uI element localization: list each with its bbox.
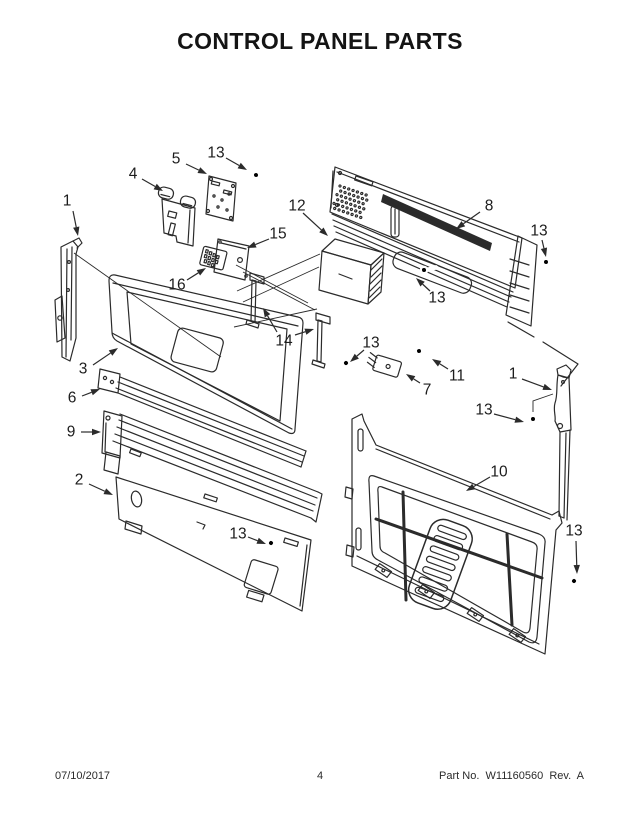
- screw-13-f: [528, 414, 538, 435]
- svg-text:9: 9: [67, 424, 76, 441]
- callout-16: 16: [168, 268, 206, 294]
- screw-13-c: [540, 257, 551, 278]
- footer-date: 07/10/2017: [55, 770, 111, 782]
- screw-13-g: [265, 537, 286, 556]
- alignment-line-15-b: [235, 264, 309, 304]
- part-12-electronic-control: [318, 238, 385, 305]
- alignment-line-8-to-1: [507, 321, 579, 387]
- svg-text:1: 1: [63, 193, 72, 210]
- svg-text:3: 3: [79, 361, 88, 378]
- callout-6: 6: [68, 389, 100, 407]
- part-no-value: W11160560: [485, 770, 544, 782]
- alignment-line-3-to-12-b: [242, 266, 320, 303]
- svg-text:13: 13: [229, 526, 246, 543]
- callout-4: 4: [129, 166, 163, 191]
- callout-13: 13: [530, 223, 548, 257]
- svg-text:13: 13: [428, 290, 445, 307]
- svg-text:11: 11: [449, 368, 465, 385]
- callout-13: 13: [565, 523, 583, 574]
- svg-text:8: 8: [485, 198, 494, 215]
- alignment-line-3-to-12-a: [236, 253, 321, 292]
- svg-text:2: 2: [75, 472, 84, 489]
- part-8-rear-cover-panel: [329, 166, 538, 327]
- svg-text:10: 10: [490, 464, 508, 481]
- alignment-line-1-to-window: [73, 252, 222, 358]
- callout-7: 7: [406, 374, 431, 399]
- callout-11: 11: [432, 359, 465, 385]
- part-4-bracket: [157, 186, 197, 247]
- part-14-clip-a: [245, 272, 265, 329]
- svg-text:14: 14: [275, 333, 293, 350]
- callout-13: 13: [350, 335, 380, 362]
- part-16-connector: [199, 245, 228, 271]
- svg-text:16: 16: [168, 277, 185, 294]
- screw-13-d: [331, 356, 353, 377]
- screw-13-h: [560, 574, 581, 596]
- page-title: CONTROL PANEL PARTS: [177, 28, 463, 54]
- footer-page-number: 4: [316, 770, 324, 782]
- part-1-right-side-trim: [553, 364, 572, 521]
- alignment-line-15-a: [242, 271, 316, 311]
- part-14-clip-b: [311, 312, 331, 369]
- callout-15: 15: [247, 226, 287, 248]
- part-1-left-side-trim: [54, 237, 83, 362]
- rev-label: Rev. A: [549, 770, 584, 782]
- screw-leader-line: [532, 393, 554, 412]
- svg-text:15: 15: [269, 226, 286, 243]
- part-15-interface-board: [213, 238, 250, 281]
- callout-13: 13: [207, 145, 247, 170]
- callout-10: 10: [466, 464, 508, 491]
- part-no-label: Part No.: [439, 770, 480, 782]
- svg-text:1: 1: [509, 366, 518, 383]
- svg-text:13: 13: [565, 523, 582, 540]
- footer-part-number: Part No. W11160560 Rev. A: [439, 770, 584, 782]
- part-10-rear-shield: [344, 413, 563, 655]
- callout-9: 9: [67, 424, 101, 441]
- callout-8: 8: [456, 198, 494, 229]
- svg-text:13: 13: [530, 223, 547, 240]
- vent-louver: [407, 518, 473, 610]
- svg-text:4: 4: [129, 166, 138, 183]
- callout-2: 2: [75, 472, 113, 495]
- callout-14: 14: [263, 308, 314, 350]
- callout-13: 13: [416, 278, 446, 307]
- part-9-support-rail: [101, 410, 323, 523]
- part-5-plate: [205, 175, 237, 222]
- svg-text:7: 7: [423, 382, 432, 399]
- part-6-trim-strip: [97, 368, 307, 468]
- svg-text:13: 13: [475, 402, 492, 419]
- callout-1: 1: [63, 193, 80, 236]
- callout-1: 1: [509, 366, 552, 390]
- screw-13-a: [240, 169, 262, 184]
- page-footer: 07/10/2017 4 Part No. W11160560 Rev. A: [0, 770, 640, 788]
- part-7-ground-clip: [366, 352, 403, 378]
- callout-12: 12: [288, 198, 328, 236]
- callout-13: 13: [475, 402, 524, 423]
- part-2-lower-panel: [115, 476, 312, 612]
- svg-text:13: 13: [207, 145, 224, 162]
- callout-3: 3: [79, 348, 118, 378]
- svg-text:5: 5: [172, 151, 181, 168]
- callout-5: 5: [172, 151, 207, 174]
- svg-text:6: 6: [68, 390, 77, 407]
- screw-11: [403, 345, 425, 360]
- callout-13: 13: [229, 526, 266, 544]
- svg-text:13: 13: [362, 335, 379, 352]
- vent-perforations: [332, 184, 369, 220]
- svg-text:12: 12: [288, 198, 305, 215]
